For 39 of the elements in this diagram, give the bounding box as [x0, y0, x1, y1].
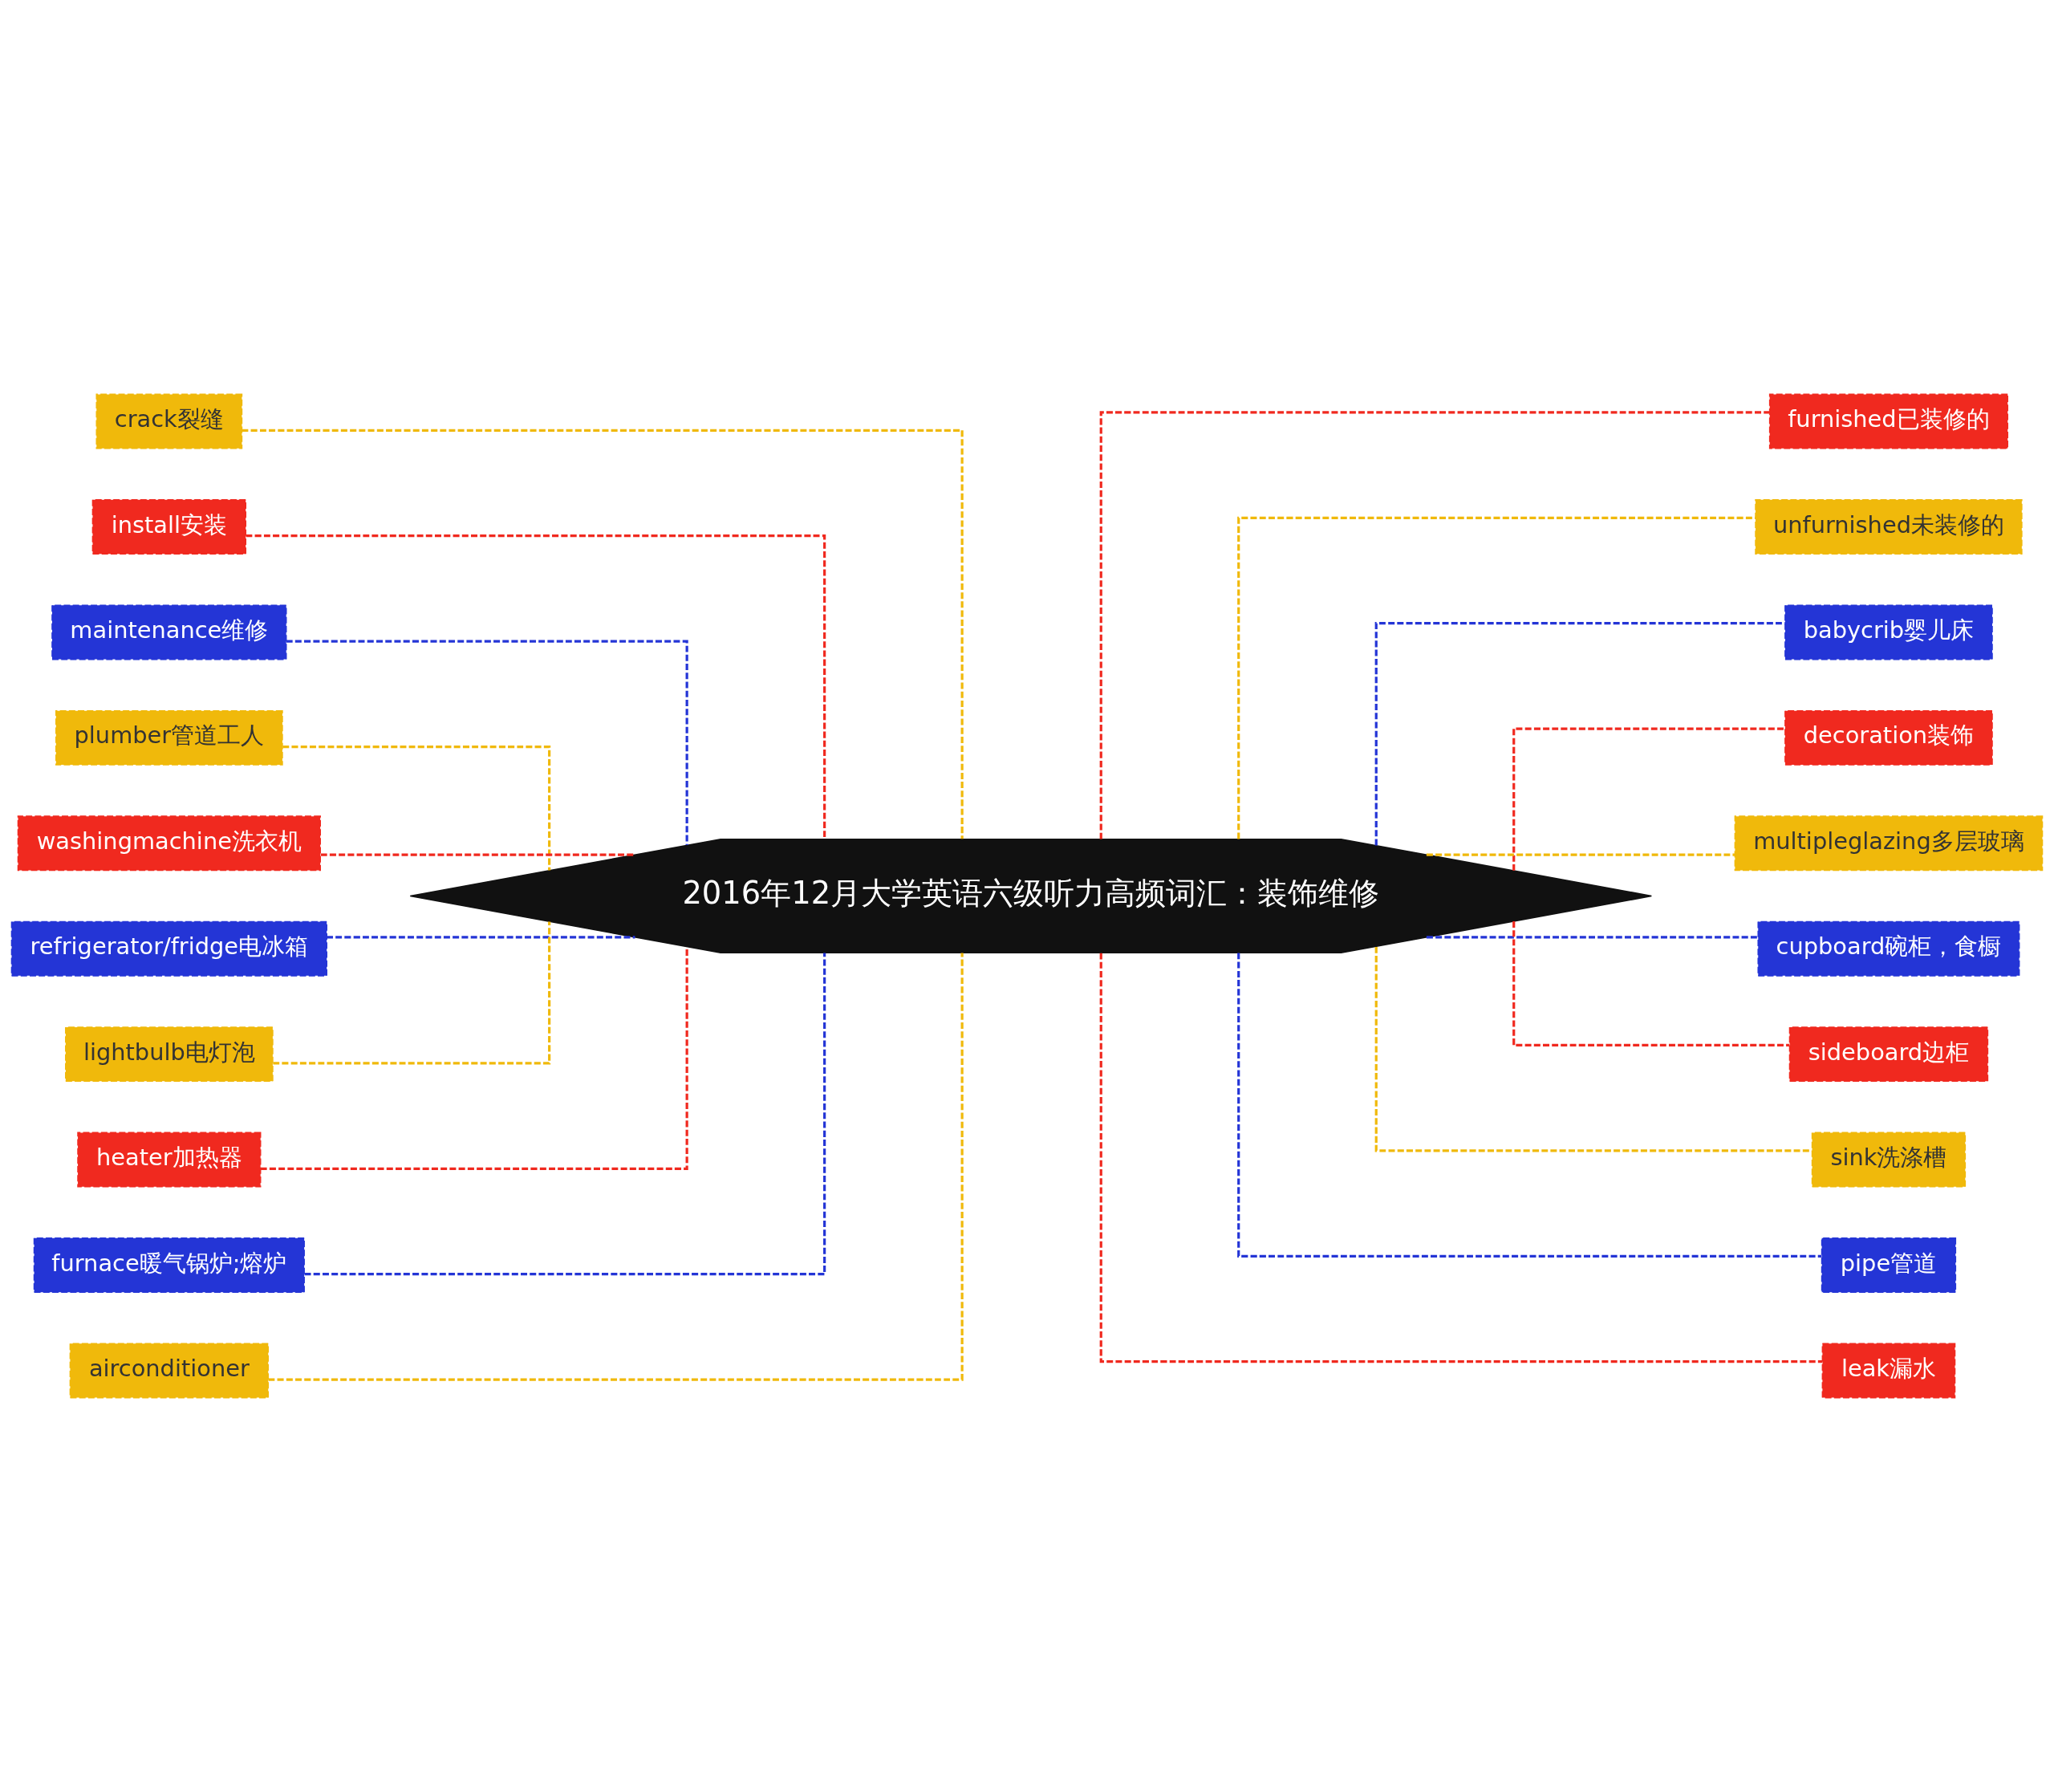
node-box: unfurnished未装修的	[1755, 499, 2023, 555]
connector	[1426, 936, 1759, 939]
node-box: crack裂缝	[95, 393, 243, 449]
node-box: maintenance维修	[51, 604, 287, 660]
connector	[1374, 622, 1785, 846]
connector	[268, 953, 964, 1381]
connector	[304, 953, 826, 1276]
node-box: decoration装饰	[1784, 709, 1993, 766]
node-box: washingmachine洗衣机	[17, 815, 321, 872]
connector	[246, 534, 826, 839]
connector	[1512, 921, 1789, 1047]
node-box: lightbulb电灯泡	[65, 1026, 274, 1083]
node-box: airconditioner	[69, 1343, 270, 1399]
connector	[282, 745, 551, 871]
connector	[1426, 853, 1735, 856]
connector	[1237, 953, 1822, 1258]
node-box: babycrib婴儿床	[1784, 604, 1993, 660]
node-box: furnished已装修的	[1768, 393, 2008, 449]
connector	[1512, 727, 1785, 871]
connector	[260, 947, 688, 1170]
node-box: multipleglazing多层玻璃	[1734, 815, 2044, 872]
node-box: leak漏水	[1821, 1343, 1956, 1399]
node-box: refrigerator/fridge电冰箱	[10, 920, 327, 977]
node-box: plumber管道工人	[55, 709, 283, 766]
connector	[1237, 516, 1756, 839]
connector	[286, 640, 688, 846]
node-box: cupboard碗柜，食橱	[1757, 920, 2020, 977]
connector	[327, 936, 635, 939]
connector	[273, 921, 551, 1065]
node-box: pipe管道	[1821, 1237, 1957, 1293]
node-box: heater加热器	[77, 1132, 262, 1188]
node-box: sink洗涤槽	[1811, 1132, 1967, 1188]
node-box: sideboard边柜	[1788, 1026, 1989, 1083]
node-box: install安装	[91, 499, 247, 555]
node-box: furnace暖气锅炉;熔炉	[33, 1237, 305, 1293]
connector	[1099, 953, 1823, 1363]
connector	[1099, 411, 1770, 839]
connector	[242, 429, 964, 839]
connector	[320, 853, 635, 856]
